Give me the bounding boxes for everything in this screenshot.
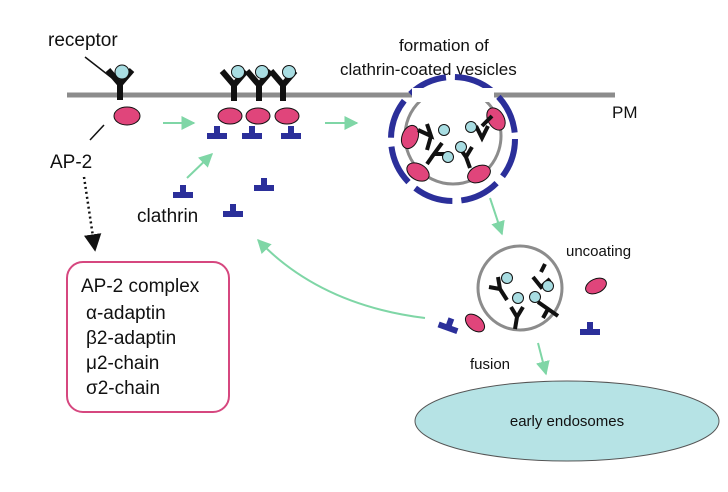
pm-label: PM: [612, 103, 638, 122]
formation-label-line2: clathrin-coated vesicles: [340, 60, 517, 79]
clathrin-label: clathrin: [137, 206, 198, 227]
ligand-icon: [442, 151, 454, 163]
ap2-pointer-line: [89, 124, 105, 141]
clathrin-icon: [281, 126, 301, 139]
receptor-icon: [417, 123, 435, 151]
ap2-complex-box: AP-2 complex α-adaptin β2-adaptin μ2-cha…: [66, 261, 230, 413]
receptor-icon: [474, 114, 494, 143]
arrow-to-uncoating: [489, 197, 505, 236]
ligand-icon: [512, 292, 524, 304]
receptor-icon: [509, 305, 525, 330]
formation-label-line1: formation of: [399, 36, 489, 55]
uncoated-vesicle: [476, 244, 564, 332]
budding-vesicle: [388, 74, 518, 204]
receptor-icon: [488, 276, 509, 302]
receptor-pointer-line: [84, 56, 113, 79]
ligand-icon: [255, 65, 269, 79]
ap2-icon: [464, 313, 486, 333]
ligand-icon: [529, 291, 541, 303]
ap2-complex-item: β2-adaptin: [86, 328, 176, 349]
receptor-icon: [536, 300, 560, 319]
ap2-complex-item: σ2-chain: [86, 378, 160, 399]
ap2-icon: [113, 106, 141, 126]
clathrin-icon: [437, 315, 461, 335]
ap2-icon: [406, 162, 430, 182]
ligand-icon: [438, 124, 450, 136]
ligand-icon: [231, 65, 245, 79]
clathrin-icon: [207, 126, 227, 139]
ap2-complex-item: μ2-chain: [86, 353, 159, 374]
ap2-complex-item: α-adaptin: [86, 303, 166, 324]
clathrin-icon: [223, 204, 243, 217]
uncoating-label: uncoating: [566, 243, 631, 260]
clathrin-icon: [254, 178, 274, 191]
arrow-to-endosome: [536, 342, 550, 376]
ap2-complex-title: AP-2 complex: [81, 276, 200, 297]
dotted-arrow: [82, 176, 102, 252]
ligand-icon: [501, 272, 513, 284]
ap2-label: AP-2: [50, 152, 92, 173]
ap2-icon: [245, 107, 271, 125]
recycle-arrow: [257, 238, 426, 319]
early-endosomes-label: early endosomes: [510, 413, 624, 430]
clathrin-icon: [173, 185, 193, 198]
ap2-icon: [486, 107, 506, 131]
ap2-icon: [467, 164, 491, 184]
ligand-icon: [282, 65, 296, 79]
early-endosome: [414, 380, 720, 462]
ligand-icon: [465, 121, 477, 133]
receptor-single: [84, 56, 141, 126]
receptor-cluster: [207, 65, 301, 139]
ap2-icon: [585, 277, 607, 295]
ap2-icon: [217, 107, 243, 125]
fusion-label: fusion: [470, 356, 510, 373]
ligand-icon: [114, 64, 130, 80]
ap2-icon: [400, 124, 420, 150]
receptor-label: receptor: [48, 30, 118, 51]
ligand-icon: [542, 280, 554, 292]
clathrin-icon: [242, 126, 262, 139]
arrow-clathrin-recruit: [186, 153, 214, 179]
ligand-icon: [455, 141, 467, 153]
receptor-icon: [425, 141, 446, 166]
clathrin-icon: [580, 322, 600, 335]
ap2-icon: [274, 107, 300, 125]
